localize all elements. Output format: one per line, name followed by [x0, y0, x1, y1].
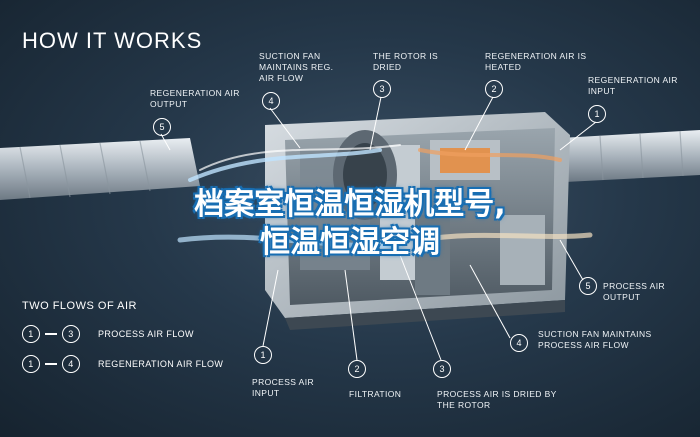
overlay-title-line2: 恒温恒湿空调 [260, 225, 440, 260]
callout-number: 1 [588, 105, 606, 123]
callout-number: 5 [579, 277, 597, 295]
callout-number: 5 [153, 118, 171, 136]
legend-row: 1 4 REGENERATION AIR FLOW [22, 355, 223, 373]
callout-label: SUCTION FAN MAINTAINS PROCESS AIR FLOW [538, 329, 652, 350]
overlay-title: 档案室恒温恒湿机型号, 恒温恒湿空调 [0, 186, 700, 262]
callout-number: 4 [262, 92, 280, 110]
right-duct [560, 130, 700, 182]
callout-number: 4 [510, 334, 528, 352]
callout-label: REGENERATION AIR IS HEATED [485, 51, 587, 72]
callout-label: THE ROTOR IS DRIED [373, 51, 439, 72]
page-heading: HOW IT WORKS [22, 28, 203, 53]
legend-start-number: 1 [22, 355, 40, 373]
cabinet [265, 112, 570, 330]
left-duct [0, 138, 200, 200]
callout-label: PROCESS AIR OUTPUT [603, 281, 666, 302]
callout-label: PROCESS AIR INPUT [252, 377, 315, 398]
callout-label: SUCTION FAN MAINTAINS REG. AIR FLOW [259, 51, 334, 83]
callout-number: 3 [373, 80, 391, 98]
callout-label: FILTRATION [349, 389, 402, 399]
callout-number: 2 [348, 360, 366, 378]
legend-end-number: 3 [62, 325, 80, 343]
callout-label: REGENERATION AIR OUTPUT [150, 88, 240, 109]
legend-row: 1 3 PROCESS AIR FLOW [22, 325, 194, 343]
legend-start-number: 1 [22, 325, 40, 343]
legend-label: REGENERATION AIR FLOW [98, 359, 224, 369]
legend-label: PROCESS AIR FLOW [98, 329, 194, 339]
callout-number: 2 [485, 80, 503, 98]
legend-dash [45, 363, 57, 365]
callout-number: 3 [433, 360, 451, 378]
airflow-streams [177, 144, 593, 249]
callout-label: REGENERATION AIR INPUT [588, 75, 678, 96]
overlay-title-line1: 档案室恒温恒湿机型号, [194, 187, 506, 222]
callout-label: PROCESS AIR IS DRIED BY THE ROTOR [437, 389, 557, 410]
legend-dash [45, 333, 57, 335]
legend-end-number: 4 [62, 355, 80, 373]
callout-number: 1 [254, 346, 272, 364]
leader-lines [160, 96, 597, 361]
legend-title: TWO FLOWS OF AIR [22, 300, 137, 312]
